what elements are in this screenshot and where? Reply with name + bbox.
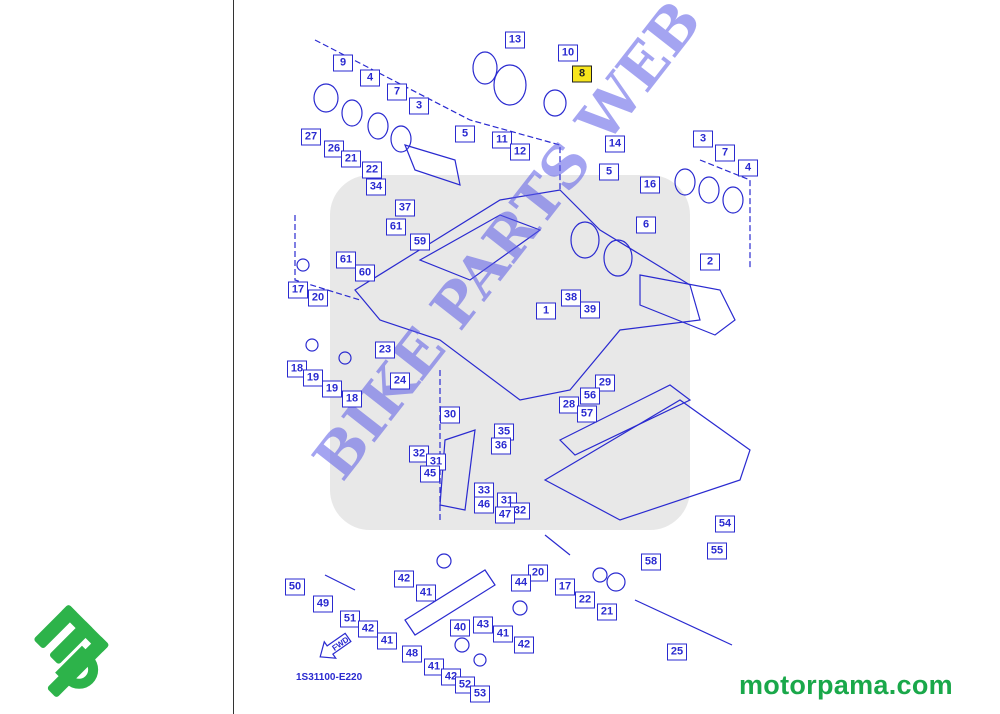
part-callout-40[interactable]: 40 <box>450 619 470 637</box>
part-callout-27[interactable]: 27 <box>301 128 321 146</box>
part-callout-22[interactable]: 22 <box>362 161 382 179</box>
part-callout-49[interactable]: 49 <box>313 595 333 613</box>
part-callout-1[interactable]: 1 <box>536 302 556 320</box>
part-callout-37[interactable]: 37 <box>395 199 415 217</box>
part-callout-20[interactable]: 20 <box>528 564 548 582</box>
part-callout-39[interactable]: 39 <box>580 301 600 319</box>
part-callout-47[interactable]: 47 <box>495 506 515 524</box>
part-callout-30[interactable]: 30 <box>440 406 460 424</box>
part-callout-10[interactable]: 10 <box>558 44 578 62</box>
part-callout-42[interactable]: 42 <box>358 620 378 638</box>
part-callout-57[interactable]: 57 <box>577 405 597 423</box>
part-callout-5[interactable]: 5 <box>455 125 475 143</box>
part-callout-38[interactable]: 38 <box>561 289 581 307</box>
part-callout-56[interactable]: 56 <box>580 387 600 405</box>
part-callout-34[interactable]: 34 <box>366 178 386 196</box>
part-callout-8[interactable]: 8 <box>572 65 592 83</box>
connecting-rod <box>404 569 496 636</box>
part-callout-29[interactable]: 29 <box>595 374 615 392</box>
part-callout-55[interactable]: 55 <box>707 542 727 560</box>
part-callout-18[interactable]: 18 <box>342 390 362 408</box>
part-callout-24[interactable]: 24 <box>390 372 410 390</box>
part-callout-36[interactable]: 36 <box>491 437 511 455</box>
part-callout-9[interactable]: 9 <box>333 54 353 72</box>
motorpama-logo <box>34 605 109 697</box>
part-callout-5[interactable]: 5 <box>599 163 619 181</box>
part-callout-61[interactable]: 61 <box>386 218 406 236</box>
part-callout-21[interactable]: 21 <box>597 603 617 621</box>
part-callout-14[interactable]: 14 <box>605 135 625 153</box>
part-callout-61[interactable]: 61 <box>336 251 356 269</box>
part-callout-11[interactable]: 11 <box>492 131 512 149</box>
part-callout-51[interactable]: 51 <box>340 610 360 628</box>
part-callout-19[interactable]: 19 <box>303 369 323 387</box>
pivot-bolt <box>634 599 733 646</box>
part-callout-50[interactable]: 50 <box>285 578 305 596</box>
part-callout-28[interactable]: 28 <box>559 396 579 414</box>
part-callout-6[interactable]: 6 <box>636 216 656 234</box>
site-url[interactable]: motorpama.com <box>739 670 953 700</box>
part-callout-41[interactable]: 41 <box>493 625 513 643</box>
diagram-code: 1S31100-E220 <box>296 672 363 683</box>
panel-divider <box>233 0 234 714</box>
part-callout-13[interactable]: 13 <box>505 31 525 49</box>
part-callout-41[interactable]: 41 <box>377 632 397 650</box>
watermark-background <box>330 175 690 530</box>
part-callout-43[interactable]: 43 <box>473 616 493 634</box>
part-callout-20[interactable]: 20 <box>308 289 328 307</box>
part-callout-22[interactable]: 22 <box>575 591 595 609</box>
part-callout-42[interactable]: 42 <box>514 636 534 654</box>
part-callout-7[interactable]: 7 <box>387 83 407 101</box>
part-callout-3[interactable]: 3 <box>693 130 713 148</box>
part-callout-2[interactable]: 2 <box>700 253 720 271</box>
chain-guard <box>543 399 751 521</box>
relay-arm <box>439 429 476 511</box>
part-callout-58[interactable]: 58 <box>641 553 661 571</box>
part-callout-42[interactable]: 42 <box>394 570 414 588</box>
part-callout-21[interactable]: 21 <box>341 150 361 168</box>
part-callout-32[interactable]: 32 <box>409 445 429 463</box>
part-callout-46[interactable]: 46 <box>474 496 494 514</box>
part-callout-26[interactable]: 26 <box>324 140 344 158</box>
part-callout-16[interactable]: 16 <box>640 176 660 194</box>
part-callout-17[interactable]: 17 <box>555 578 575 596</box>
part-callout-41[interactable]: 41 <box>416 584 436 602</box>
part-callout-19[interactable]: 19 <box>322 380 342 398</box>
part-callout-48[interactable]: 48 <box>402 645 422 663</box>
part-callout-41[interactable]: 41 <box>424 658 444 676</box>
part-callout-3[interactable]: 3 <box>409 97 429 115</box>
part-callout-44[interactable]: 44 <box>511 574 531 592</box>
part-callout-4[interactable]: 4 <box>360 69 380 87</box>
part-callout-18[interactable]: 18 <box>287 360 307 378</box>
pivot-shaft <box>639 274 736 336</box>
part-callout-17[interactable]: 17 <box>288 281 308 299</box>
part-callout-7[interactable]: 7 <box>715 144 735 162</box>
part-callout-23[interactable]: 23 <box>375 341 395 359</box>
part-callout-59[interactable]: 59 <box>410 233 430 251</box>
fwd-arrow: FWD <box>319 632 352 659</box>
part-callout-12[interactable]: 12 <box>510 143 530 161</box>
part-callout-52[interactable]: 52 <box>455 676 475 694</box>
part-callout-45[interactable]: 45 <box>420 465 440 483</box>
part-callout-60[interactable]: 60 <box>355 264 375 282</box>
part-callout-54[interactable]: 54 <box>715 515 735 533</box>
part-callout-53[interactable]: 53 <box>470 685 490 703</box>
part-callout-4[interactable]: 4 <box>738 159 758 177</box>
swingarm <box>354 189 701 401</box>
part-callout-25[interactable]: 25 <box>667 643 687 661</box>
